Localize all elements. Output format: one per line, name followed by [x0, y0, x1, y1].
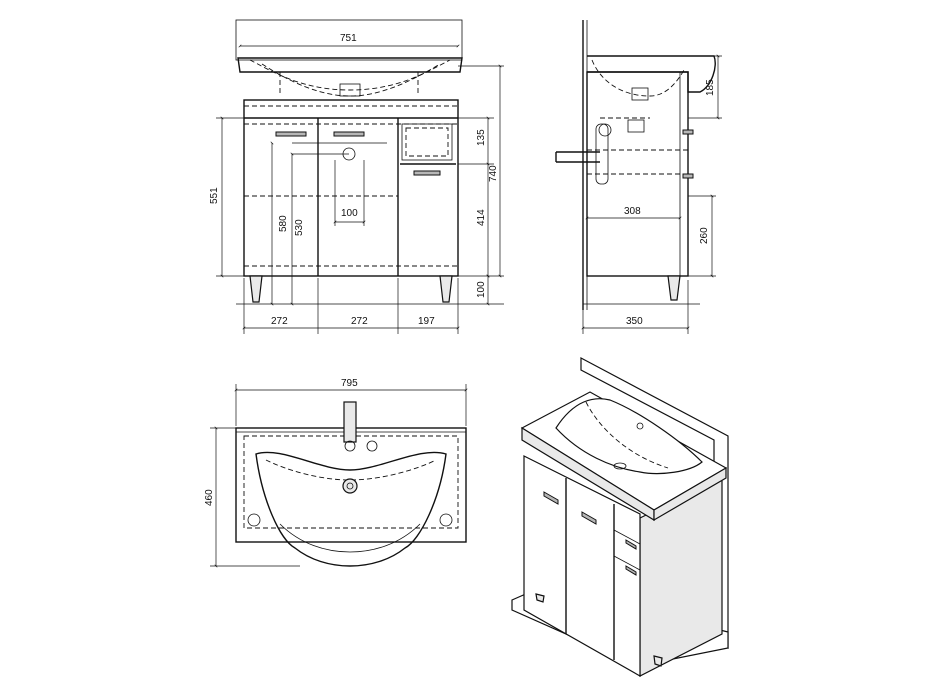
dim-bottom-272-b: 272 — [351, 316, 368, 327]
dim-bottom-272-a: 272 — [271, 316, 288, 327]
front-view: 751 272 272 197 551 580 530 100 1 — [209, 19, 504, 334]
dim-350: 350 — [626, 316, 643, 327]
dim-551: 551 — [209, 187, 220, 204]
top-view: 795 460 — [204, 378, 468, 568]
dim-740: 740 — [488, 165, 499, 182]
dim-100-legs: 100 — [476, 281, 487, 298]
dim-135: 135 — [476, 129, 487, 146]
dim-308: 308 — [624, 206, 641, 217]
dim-530: 530 — [294, 219, 305, 236]
dim-414: 414 — [476, 209, 487, 226]
dim-580: 580 — [278, 215, 289, 232]
dim-185: 185 — [705, 79, 716, 96]
dim-260: 260 — [699, 227, 710, 244]
dim-100-center: 100 — [341, 208, 358, 219]
dim-bottom-197: 197 — [418, 316, 435, 327]
dim-795: 795 — [341, 378, 358, 389]
isometric-view — [511, 357, 729, 678]
dim-460: 460 — [204, 489, 215, 506]
dim-width-751: 751 — [340, 33, 357, 44]
side-view: 185 308 260 350 — [555, 20, 722, 334]
